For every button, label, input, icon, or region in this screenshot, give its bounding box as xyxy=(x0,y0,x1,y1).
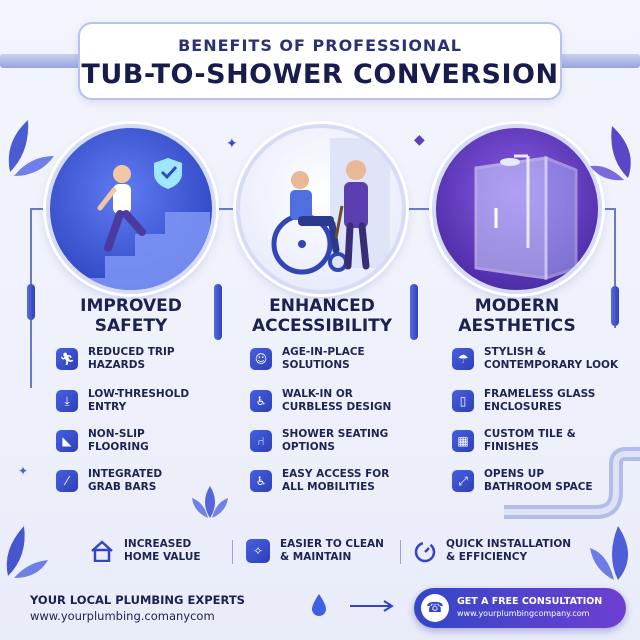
sparkle-icon: ✧ xyxy=(246,539,270,563)
title-line-2: TUB-TO-SHOWER CONVERSION xyxy=(81,59,559,90)
foot-icon: ◣ xyxy=(56,430,78,452)
wheelchair-elderly-icon xyxy=(271,138,390,275)
connector-line xyxy=(30,208,48,210)
title-pipe-left xyxy=(0,54,82,68)
wheelchair-icon: ♿︎ xyxy=(250,470,272,492)
safety-illustration xyxy=(46,124,216,294)
bottom-benefit: QUICK INSTALLATION& EFFICIENCY xyxy=(414,538,571,564)
divider xyxy=(232,540,233,564)
consultation-button[interactable]: ☎ GET A FREE CONSULTATION www.yourplumbi… xyxy=(414,588,626,628)
footer-company: YOUR LOCAL PLUMBING EXPERTS www.yourplum… xyxy=(30,593,245,623)
list-item: ▦ CUSTOM TILE &FINISHES xyxy=(452,428,624,454)
footer-website-link[interactable]: www.yourplumbing.comanycom xyxy=(30,609,215,623)
glass-panel-icon: ▯ xyxy=(452,390,474,412)
leaf-decoration xyxy=(590,126,631,181)
expand-icon: ⤢ xyxy=(452,470,474,492)
tile-icon: ▦ xyxy=(452,430,474,452)
pipe-decoration xyxy=(504,447,640,519)
divider xyxy=(400,540,401,564)
title-pipe-right xyxy=(558,54,640,68)
leaf-decoration xyxy=(590,526,628,580)
connector-line xyxy=(408,208,434,210)
sparkle-icon: ✦ xyxy=(18,464,29,478)
glass-shower-icon xyxy=(474,154,578,281)
vertical-pipe xyxy=(410,284,418,340)
bottom-benefit: ✧ EASIER TO CLEAN& MAINTAIN xyxy=(246,538,384,564)
chair-icon: ⑁ xyxy=(250,430,272,452)
water-drop-icon xyxy=(312,594,326,616)
person-running-icon: 🏃︎ xyxy=(56,348,78,370)
phone-icon: ☎ xyxy=(421,594,449,622)
title-line-1: BENEFITS OF PROFESSIONAL xyxy=(178,36,462,55)
person-walking-icon: ♿︎ xyxy=(250,390,272,412)
elderly-person-icon: ☺ xyxy=(250,348,272,370)
timer-icon xyxy=(414,541,436,563)
vertical-pipe xyxy=(27,284,35,320)
vertical-pipe xyxy=(214,284,222,340)
connector-line xyxy=(614,208,616,328)
sparkle-icon: ✦ xyxy=(226,136,238,152)
house-icon xyxy=(91,540,113,562)
grab-bar-icon: ⁄ xyxy=(56,470,78,492)
person-climbing-stairs-icon xyxy=(70,158,210,290)
connector-line xyxy=(604,208,616,210)
safety-title: IMPROVED SAFETY xyxy=(80,296,182,336)
list-item: ☂ STYLISH &CONTEMPORARY LOOK xyxy=(452,346,624,372)
title-banner: BENEFITS OF PROFESSIONAL TUB-TO-SHOWER C… xyxy=(78,22,562,100)
accessibility-title: ENHANCED ACCESSIBILITY xyxy=(251,296,393,336)
leaf-decoration xyxy=(6,526,48,578)
aesthetics-title: MODERN AESTHETICS xyxy=(458,296,576,336)
leaf-decoration xyxy=(8,120,54,176)
sparkle-icon: ◆ xyxy=(414,132,425,148)
aesthetics-illustration xyxy=(432,124,602,294)
arrow-right-icon xyxy=(350,600,394,612)
step-down-icon: ⤓ xyxy=(56,390,78,412)
shower-head-icon: ☂ xyxy=(452,348,474,370)
vertical-pipe xyxy=(611,286,619,326)
connector-line xyxy=(218,208,238,210)
leaf-decoration xyxy=(192,486,228,518)
accessibility-illustration xyxy=(236,124,406,294)
